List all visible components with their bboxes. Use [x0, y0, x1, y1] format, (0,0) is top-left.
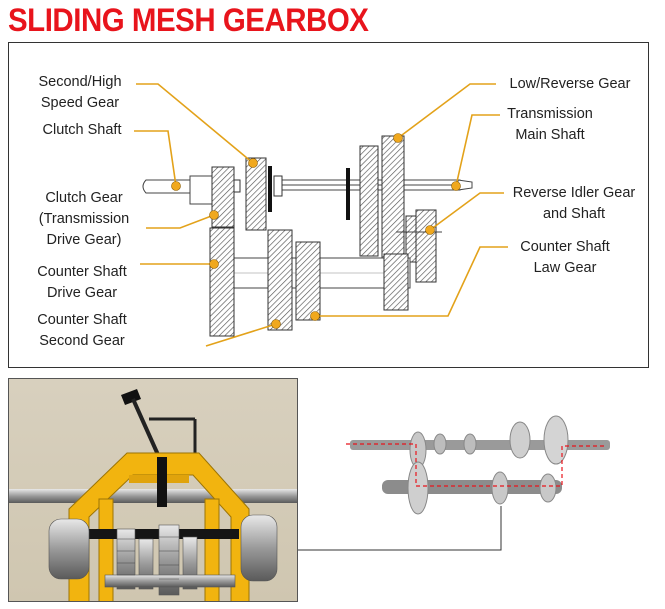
label-counter-shaft-drive-gear: Counter Shaft Drive Gear — [37, 264, 127, 301]
label-clutch-shaft: Clutch Shaft — [42, 122, 122, 138]
label-low-reverse-gear: Low/Reverse Gear — [509, 76, 631, 92]
label-counter-shaft-law-gear: Counter Shaft Law Gear — [520, 239, 610, 276]
reverse-idler-gear — [415, 209, 437, 283]
main-shaft-gear-b — [359, 145, 379, 257]
counter-shaft-drive-gear — [209, 227, 235, 337]
leader-reverse-idler — [429, 192, 504, 231]
label-counter-shaft-second-gear: Counter Shaft Second Gear — [37, 312, 127, 349]
synchro-collar — [268, 166, 272, 212]
clutch-gear-hub — [233, 179, 241, 193]
page-title: SLIDING MESH GEARBOX — [8, 2, 369, 38]
leader-lines — [134, 83, 508, 347]
leader-second-high — [136, 83, 254, 164]
low-reverse-gear — [381, 135, 405, 263]
collar-block — [273, 175, 283, 197]
gearbox-schematic-panel — [8, 42, 649, 368]
label-transmission-main-shaft: Transmission Main Shaft — [507, 106, 593, 143]
leader-low-reverse — [397, 83, 496, 139]
gearbox-model-photo — [8, 378, 298, 602]
photo-connector-line — [298, 506, 502, 551]
callout-dots — [171, 133, 461, 329]
leader-main-shaft — [455, 114, 500, 187]
second-high-speed-gear — [245, 157, 267, 231]
counter-shaft-third-gear — [295, 241, 321, 321]
leader-cs-second-gear — [205, 323, 277, 347]
leader-clutch-shaft — [134, 130, 177, 187]
label-second-high-speed-gear: Second/High Speed Gear — [38, 74, 122, 111]
leader-clutch-gear — [146, 214, 215, 229]
gear-shafts-3d-illustration — [346, 415, 610, 515]
leader-cs-law-gear — [315, 246, 508, 317]
main-shaft-gear-left — [346, 168, 350, 220]
label-clutch-gear: Clutch Gear (Transmission Drive Gear) — [38, 190, 130, 248]
reverse-idler-small-gear — [405, 215, 417, 263]
counter-shaft-second-gear — [267, 229, 293, 331]
counter-shaft-law-gear — [383, 253, 409, 311]
label-reverse-idler-gear-and-shaft: Reverse Idler Gear and Shaft — [512, 185, 636, 222]
